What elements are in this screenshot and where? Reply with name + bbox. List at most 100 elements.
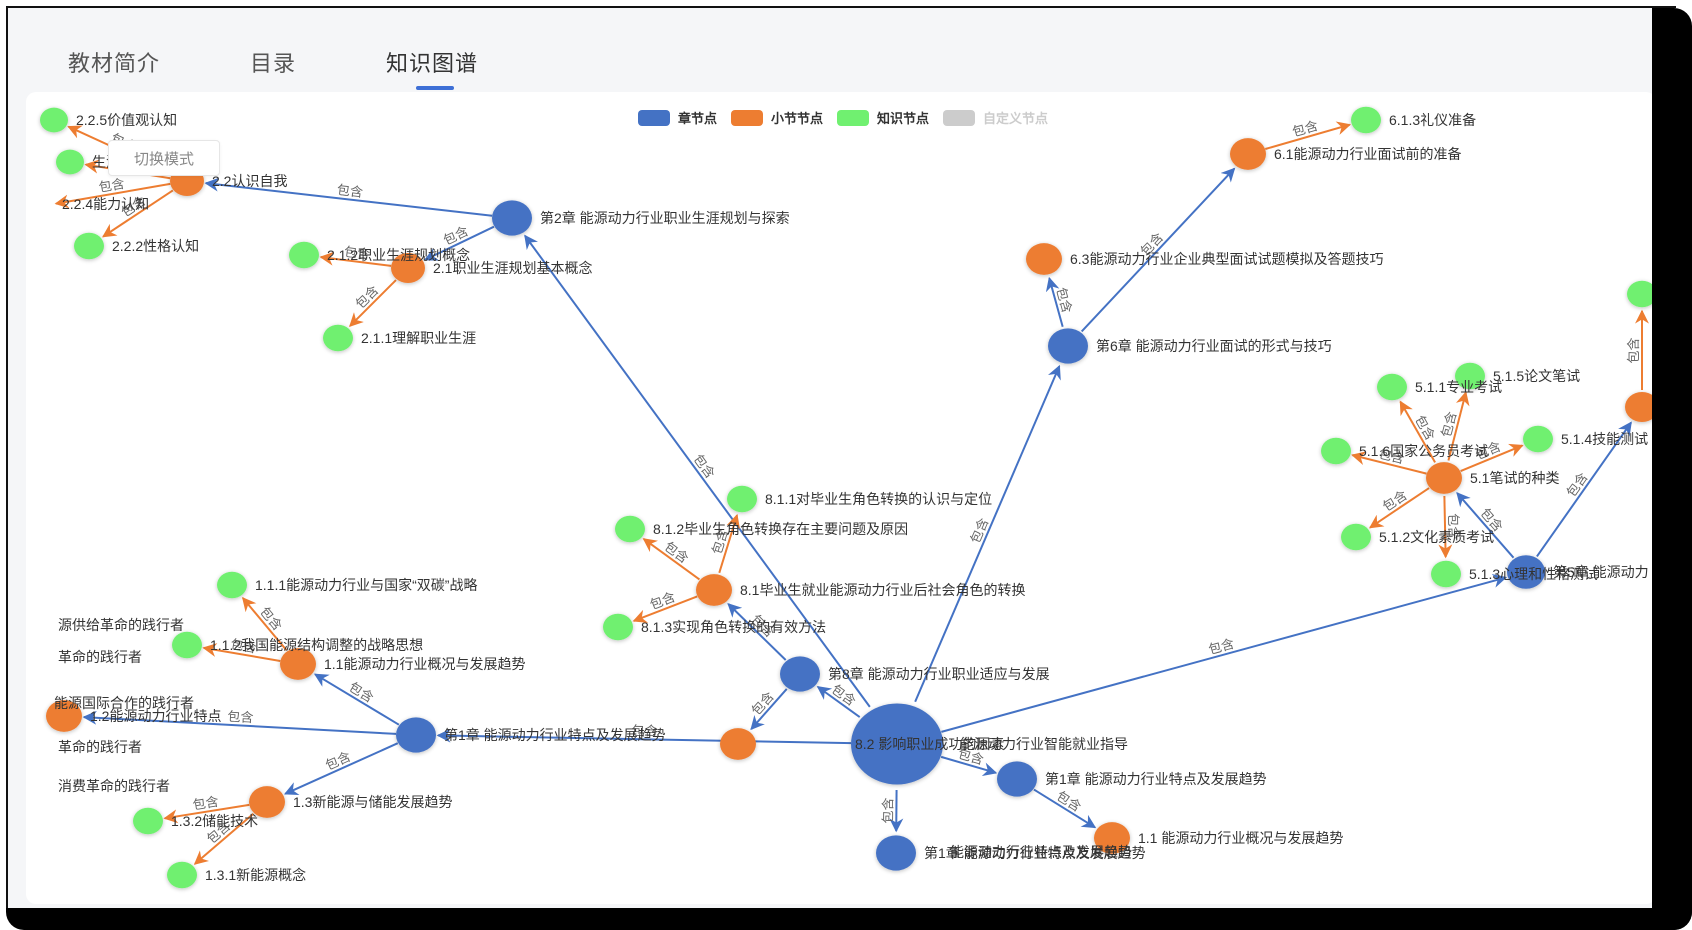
graph-edge[interactable] <box>1536 421 1632 558</box>
knowledge-node[interactable] <box>1523 425 1553 453</box>
section-node[interactable] <box>391 253 425 283</box>
graph-edge[interactable] <box>914 364 1061 703</box>
graph-edge[interactable] <box>816 686 861 718</box>
knowledge-node[interactable] <box>1351 106 1381 134</box>
graph-edge[interactable] <box>319 251 392 267</box>
legend-item-custom[interactable]: 自定义节点 <box>943 108 1048 127</box>
knowledge-node[interactable] <box>323 324 353 352</box>
knowledge-node[interactable] <box>727 485 757 513</box>
node-label: 第5章 能源动力 <box>1553 564 1649 580</box>
knowledge-node[interactable] <box>615 515 645 543</box>
graph-edge[interactable] <box>642 538 701 581</box>
section-node[interactable] <box>1426 462 1462 494</box>
knowledge-node[interactable] <box>1455 362 1485 390</box>
section-node[interactable] <box>1230 138 1266 170</box>
graph-edge[interactable] <box>1045 276 1064 327</box>
knowledge-node[interactable] <box>603 613 633 641</box>
chapter-node[interactable] <box>1507 555 1545 589</box>
knowledge-node[interactable] <box>1431 560 1461 588</box>
knowledge-node[interactable] <box>172 631 202 659</box>
graph-edge[interactable] <box>242 596 288 651</box>
graph-edge[interactable] <box>1033 788 1097 829</box>
tab-bar: 教材简介 目录 知识图谱 <box>8 8 1668 90</box>
graph-edge[interactable] <box>1368 487 1430 529</box>
graph-edge[interactable] <box>718 513 740 574</box>
node-label: 能源动力行业智能就业指导 <box>960 736 1128 752</box>
section-node[interactable] <box>1094 822 1130 854</box>
chapter-node[interactable] <box>492 200 532 236</box>
legend-item-section[interactable]: 小节节点 <box>731 108 823 127</box>
tab-knowledge-graph[interactable]: 知识图谱 <box>386 51 479 76</box>
graph-edge[interactable] <box>202 643 281 662</box>
section-node[interactable] <box>280 648 316 680</box>
graph-edge[interactable] <box>54 182 171 209</box>
section-node[interactable] <box>696 574 732 606</box>
section-node[interactable] <box>1625 392 1659 422</box>
knowledge-node[interactable] <box>133 807 163 835</box>
section-node[interactable] <box>249 786 285 818</box>
graph-edge[interactable] <box>941 574 1508 733</box>
chapter-node[interactable] <box>997 761 1037 797</box>
knowledge-node[interactable] <box>56 149 84 175</box>
graph-edge[interactable] <box>1438 495 1453 559</box>
switch-mode-button[interactable]: 切换模式 <box>108 140 220 176</box>
graph-edge[interactable] <box>193 812 254 865</box>
section-node[interactable] <box>46 700 82 732</box>
chapter-node[interactable] <box>851 703 943 785</box>
graph-edge[interactable] <box>1080 167 1236 333</box>
knowledge-node[interactable] <box>1341 523 1371 551</box>
graph-edge[interactable] <box>727 602 787 661</box>
graph-edge[interactable] <box>283 742 399 796</box>
graph-edge[interactable] <box>750 688 788 731</box>
graph-edge[interactable] <box>632 595 698 623</box>
knowledge-node[interactable] <box>1321 437 1351 465</box>
knowledge-node[interactable] <box>167 861 197 889</box>
graph-canvas[interactable]: 包含包含包含包含包含包含包含包含包含包含包含包含包含包含包含包含包含包含包含包含… <box>40 106 1659 904</box>
node-label: 8.1.2毕业生角色转换存在主要问题及原因 <box>653 521 908 537</box>
graph-edge[interactable] <box>163 803 250 824</box>
knowledge-node[interactable] <box>40 107 68 133</box>
graph-edge[interactable] <box>102 189 174 238</box>
graph-edge[interactable] <box>204 177 493 217</box>
chapter-node[interactable] <box>1048 328 1088 364</box>
chapter-node[interactable] <box>396 717 436 753</box>
tab-table-of-contents[interactable]: 目录 <box>250 51 297 76</box>
graph-legend: 章节点 小节节点 知识节点 自定义节点 <box>638 108 1048 127</box>
legend-item-chapter[interactable]: 章节点 <box>638 108 717 127</box>
tab-textbook-intro[interactable]: 教材简介 <box>68 51 161 76</box>
knowledge-node[interactable] <box>74 232 104 260</box>
section-node[interactable] <box>720 728 756 760</box>
node-label: 能源国际合作的践行者 <box>54 695 194 711</box>
graph-edge[interactable] <box>436 728 852 745</box>
graph-edge[interactable] <box>82 710 397 735</box>
node-label: 8.1.3实现角色转换的有效方法 <box>641 619 826 635</box>
node-label: 第2章 能源动力行业职业生涯规划与探索 <box>540 210 790 226</box>
knowledge-node[interactable] <box>1627 280 1657 308</box>
knowledge-node[interactable] <box>217 571 247 599</box>
graph-edge[interactable] <box>1265 121 1352 150</box>
graph-edge[interactable] <box>1456 492 1515 559</box>
legend-label: 自定义节点 <box>983 111 1049 126</box>
graph-edge[interactable] <box>1351 451 1427 475</box>
graph-edge[interactable] <box>524 234 871 708</box>
legend-swatch-chapter <box>638 109 670 126</box>
graph-edge[interactable] <box>423 225 495 261</box>
graph-edge[interactable] <box>1399 400 1436 463</box>
graph-edge[interactable] <box>1460 443 1524 473</box>
section-node[interactable] <box>1026 243 1062 275</box>
edge-label: 包含 <box>1207 636 1236 657</box>
edge-label: 包含 <box>98 176 126 195</box>
graph-edge[interactable] <box>349 279 397 327</box>
knowledge-node[interactable] <box>289 241 319 269</box>
legend-item-knowledge[interactable]: 知识节点 <box>837 108 929 127</box>
knowledge-graph[interactable]: 包含包含包含包含包含包含包含包含包含包含包含包含包含包含包含包含包含包含包含包含… <box>40 106 1659 904</box>
graph-edge[interactable] <box>940 755 998 777</box>
graph-edge[interactable] <box>313 673 400 726</box>
knowledge-node[interactable] <box>1377 373 1407 401</box>
edge-label: 包含 <box>1054 286 1075 315</box>
node-label: 第1章 能源动力行业特点及发展趋势 <box>444 727 666 743</box>
graph-edge[interactable] <box>1447 391 1470 461</box>
edges-layer <box>54 121 1649 865</box>
chapter-node[interactable] <box>780 656 820 692</box>
chapter-node[interactable] <box>876 835 916 871</box>
